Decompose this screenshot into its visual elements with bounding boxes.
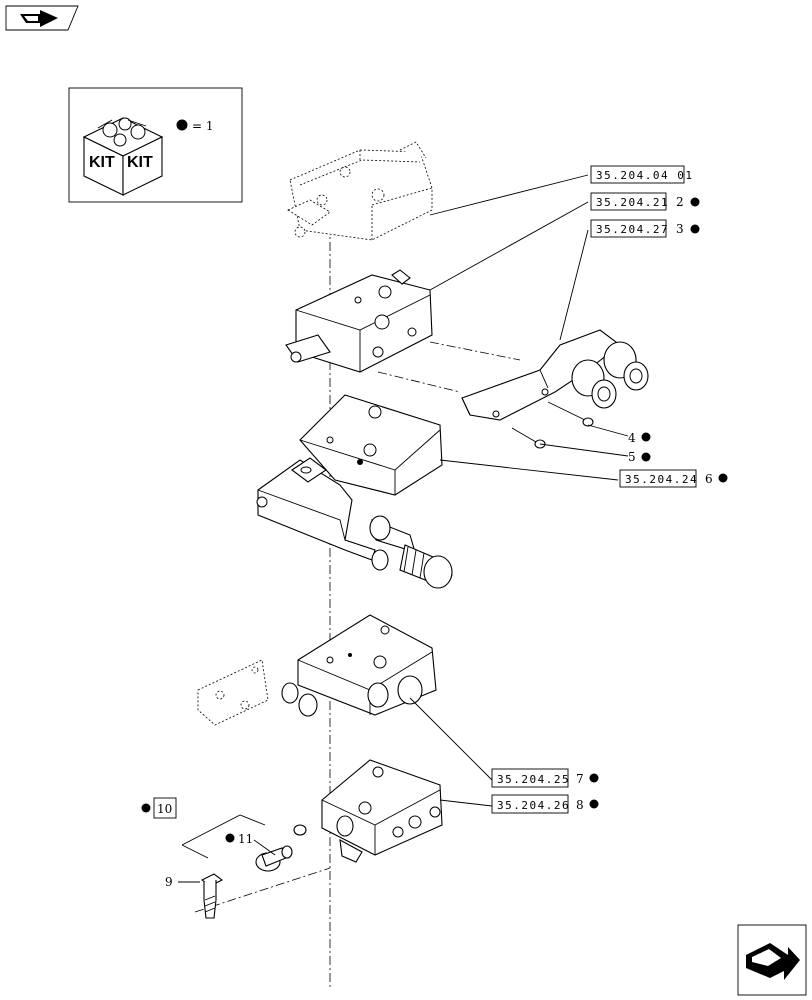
kit-box-icon: KIT KIT xyxy=(82,117,164,196)
valve-section-7[interactable] xyxy=(281,614,437,717)
callout-item-11[interactable]: 11 xyxy=(225,832,254,846)
ref-35-204-24: 35.204.24 xyxy=(625,473,698,486)
callout-item-8[interactable]: 35.204.26 8 xyxy=(491,794,599,814)
kit-bullet-icon xyxy=(225,833,235,843)
bolt-5[interactable] xyxy=(511,427,546,449)
kit-bullet-icon xyxy=(589,773,599,783)
item-number-11: 11 xyxy=(238,832,253,846)
bolt-9[interactable] xyxy=(200,873,224,919)
ref-35-204-26: 35.204.26 xyxy=(497,799,570,812)
inlet-section-6[interactable] xyxy=(256,394,453,589)
inlet-coupler xyxy=(369,515,453,589)
kit-label-left: KIT xyxy=(89,154,115,171)
bolt-4[interactable] xyxy=(547,401,594,427)
kit-bullet-icon xyxy=(141,803,151,813)
forward-arrow-tab-icon[interactable] xyxy=(5,5,79,31)
callout-item-2[interactable]: 35.204.21 2 xyxy=(590,192,700,211)
callout-item-7[interactable]: 35.204.25 7 xyxy=(491,768,599,788)
callout-item-4[interactable]: 4 xyxy=(628,431,651,445)
end-section-8[interactable] xyxy=(293,759,443,863)
kit-bullet-icon xyxy=(690,224,700,234)
ref-35-204-21: 35.204.21 xyxy=(596,196,669,209)
item-number-3: 3 xyxy=(676,222,684,236)
ref-35-204-27: 35.204.27 xyxy=(596,223,669,236)
kit-bullet-icon xyxy=(641,452,651,462)
kit-bullet-icon xyxy=(718,473,728,483)
kit-label-right: KIT xyxy=(127,154,153,171)
ref-35-204-04-01: 35.204.04 01 xyxy=(596,169,693,182)
kit-bullet-icon xyxy=(589,799,599,809)
quick-coupler-lower xyxy=(571,359,617,409)
item-number-8: 8 xyxy=(576,798,584,812)
ghost-valve-section xyxy=(287,141,433,241)
item-number-10: 10 xyxy=(157,802,172,816)
quick-coupler-upper xyxy=(603,341,649,391)
kit-bullet-icon xyxy=(641,432,651,442)
item-number-9: 9 xyxy=(165,875,173,889)
callout-35-204-04-01[interactable]: 35.204.04 01 xyxy=(590,165,693,184)
kit-bullet-icon xyxy=(690,197,700,207)
item-number-6: 6 xyxy=(705,472,713,486)
ghost-cover-plate xyxy=(197,659,269,726)
callout-item-10[interactable]: 10 xyxy=(141,797,177,819)
valve-section-2[interactable] xyxy=(285,269,433,373)
item-number-7: 7 xyxy=(576,772,584,786)
elbow-manifold-3[interactable] xyxy=(461,329,649,421)
callout-item-6[interactable]: 35.204.24 6 xyxy=(619,469,728,488)
next-page-arrow-icon[interactable] xyxy=(737,924,807,996)
kit-bullet-icon xyxy=(176,119,188,131)
kit-10-bracket xyxy=(181,814,266,859)
fitting-11[interactable] xyxy=(255,845,293,872)
callout-item-3[interactable]: 35.204.27 3 xyxy=(590,219,700,238)
kit-legend-text: = 1 xyxy=(192,119,214,133)
ref-35-204-25: 35.204.25 xyxy=(497,773,570,786)
item-number-2: 2 xyxy=(676,195,684,209)
kit-legend-box: KIT KIT = 1 xyxy=(68,87,243,203)
item-number-5: 5 xyxy=(628,450,636,464)
item-number-4: 4 xyxy=(628,431,636,445)
callout-item-9[interactable]: 9 xyxy=(165,875,173,889)
callout-item-5[interactable]: 5 xyxy=(628,450,651,464)
